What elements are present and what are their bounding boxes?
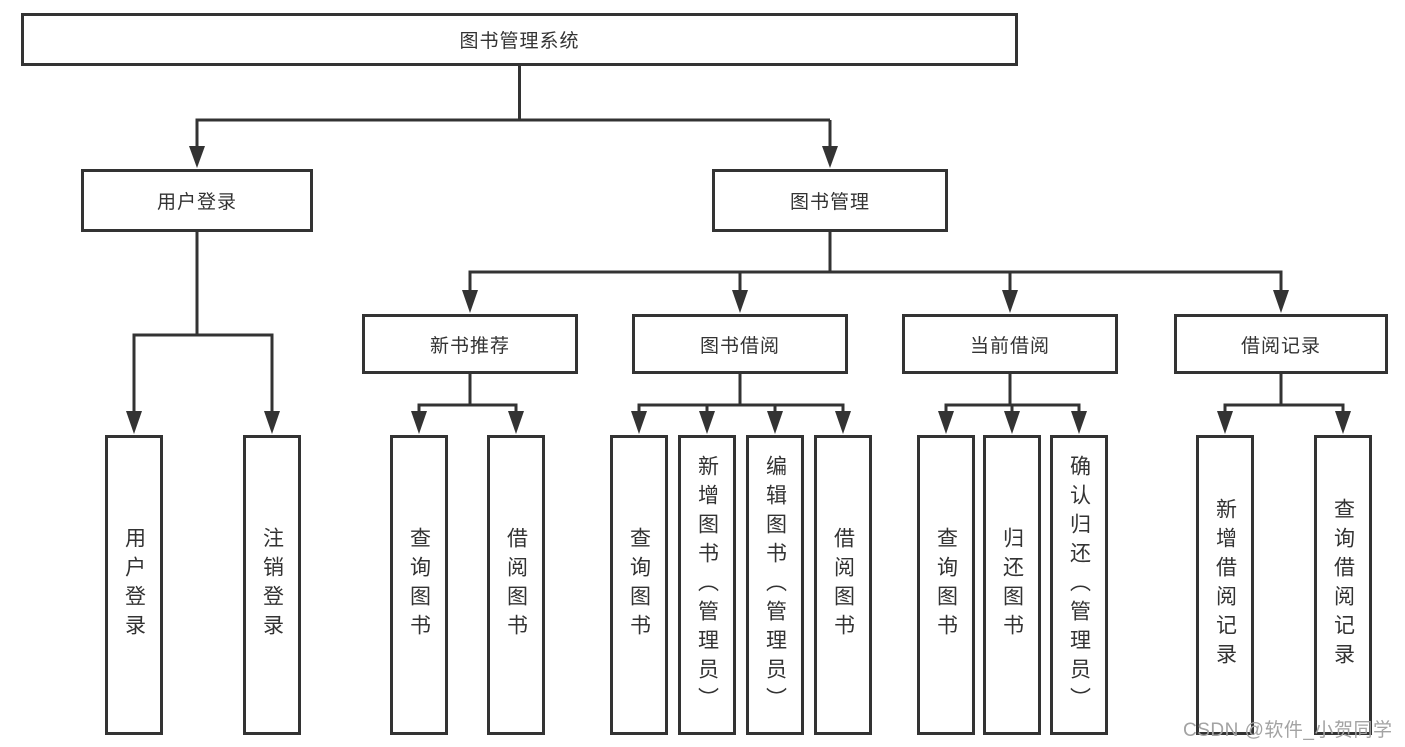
leaf-label: 注销登录 — [260, 527, 284, 643]
leaf-confirm-return-admin: 确认归还（管理员） — [1050, 435, 1108, 735]
edge-user-login-children — [126, 232, 280, 434]
node-book-management: 图书管理 — [712, 169, 948, 232]
leaf-label: 新增借阅记录 — [1213, 498, 1237, 672]
node-label: 图书管理 — [789, 192, 870, 213]
node-new-book-recommend: 新书推荐 — [362, 314, 578, 374]
leaf-label: 借阅图书 — [504, 527, 528, 643]
leaf-borrowing-query-books: 查询图书 — [610, 435, 668, 735]
leaf-edit-book-admin: 编辑图书（管理员） — [746, 435, 804, 735]
node-book-borrowing: 图书借阅 — [632, 314, 848, 374]
node-label: 当前借阅 — [969, 335, 1050, 357]
csdn-watermark: CSDN @软件_小贺同学 — [1183, 720, 1393, 741]
leaf-label: 借阅图书 — [831, 527, 855, 643]
leaf-label: 用户登录 — [122, 527, 146, 643]
edge-root-to-level2 — [189, 66, 838, 168]
leaf-current-query-books: 查询图书 — [917, 435, 975, 735]
leaf-label: 确认归还（管理员） — [1067, 454, 1091, 716]
node-label: 借阅记录 — [1240, 335, 1321, 357]
leaf-label: 归还图书 — [1000, 527, 1024, 643]
leaf-label: 查询图书 — [407, 527, 431, 643]
leaf-return-books: 归还图书 — [983, 435, 1041, 735]
node-label: 新书推荐 — [429, 335, 510, 357]
edge-current-borrowing-children — [938, 374, 1087, 434]
leaf-recommend-borrow-books: 借阅图书 — [487, 435, 545, 735]
leaf-recommend-query-books: 查询图书 — [390, 435, 448, 735]
node-user-login: 用户登录 — [81, 169, 313, 232]
edge-book-management-children — [462, 232, 1289, 313]
edge-new-book-recommend-children — [411, 374, 524, 434]
leaf-logout: 注销登录 — [243, 435, 301, 735]
leaf-label: 新增图书（管理员） — [695, 454, 719, 716]
leaf-label: 查询图书 — [627, 527, 651, 643]
edge-book-borrowing-children — [631, 374, 851, 434]
node-current-borrowing: 当前借阅 — [902, 314, 1118, 374]
edge-borrowing-records-children — [1217, 374, 1351, 434]
leaf-label: 查询图书 — [934, 527, 958, 643]
node-label: 图书管理系统 — [459, 31, 580, 52]
node-borrowing-records: 借阅记录 — [1174, 314, 1388, 374]
leaf-borrowing-borrow-books: 借阅图书 — [814, 435, 872, 735]
leaf-add-book-admin: 新增图书（管理员） — [678, 435, 736, 735]
leaf-label: 查询借阅记录 — [1331, 498, 1355, 672]
node-library-management-system: 图书管理系统 — [21, 13, 1018, 66]
node-label: 用户登录 — [156, 192, 237, 213]
leaf-user-login: 用户登录 — [105, 435, 163, 735]
leaf-label: 编辑图书（管理员） — [763, 454, 787, 716]
node-label: 图书借阅 — [699, 335, 780, 357]
leaf-add-borrow-record: 新增借阅记录 — [1196, 435, 1254, 735]
leaf-query-borrow-record: 查询借阅记录 — [1314, 435, 1372, 735]
